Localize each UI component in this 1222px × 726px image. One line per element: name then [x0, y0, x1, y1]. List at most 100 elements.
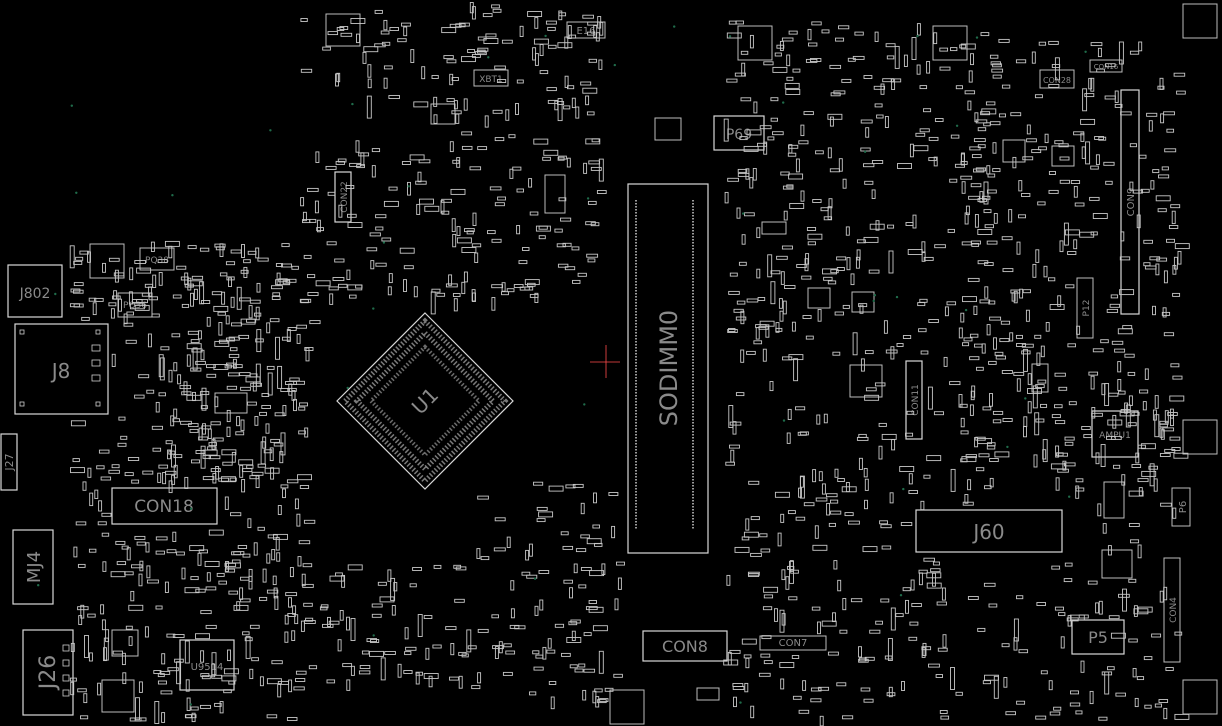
- passive-pad: [1098, 136, 1107, 141]
- passive-pad: [1092, 213, 1108, 219]
- passive-pad: [533, 138, 549, 145]
- passive-pad: [928, 136, 939, 141]
- passive-pad: [1042, 439, 1048, 463]
- passive-pad: [281, 263, 292, 268]
- passive-pad: [458, 651, 467, 656]
- passive-pad: [580, 567, 592, 571]
- passive-pad: [770, 97, 779, 102]
- passive-pad: [362, 51, 367, 64]
- passive-pad: [1097, 503, 1102, 517]
- passive-pad: [260, 441, 266, 465]
- passive-pad: [992, 410, 1004, 415]
- passive-pad: [1166, 238, 1175, 243]
- passive-pad: [304, 347, 314, 351]
- passive-pad: [827, 651, 839, 656]
- passive-pad: [296, 324, 307, 329]
- passive-pad: [962, 296, 977, 303]
- passive-pad: [817, 309, 822, 322]
- passive-pad: [401, 161, 411, 165]
- passive-pad: [158, 464, 169, 469]
- passive-pad: [1064, 229, 1080, 236]
- passive-pad: [1127, 371, 1136, 376]
- passive-pad: [826, 493, 838, 498]
- passive-pad: [923, 108, 932, 113]
- passive-pad: [944, 306, 949, 317]
- passive-pad: [477, 628, 489, 633]
- passive-pad: [842, 304, 850, 309]
- passive-pad: [558, 197, 567, 202]
- passive-pad: [977, 260, 989, 265]
- passive-pad: [502, 671, 513, 676]
- passive-pad: [741, 234, 746, 245]
- passive-pad: [1054, 57, 1060, 81]
- passive-pad: [1131, 464, 1142, 468]
- passive-pad: [950, 468, 956, 492]
- passive-pad: [1035, 715, 1047, 720]
- connector-mj4: MJ4: [12, 529, 54, 605]
- passive-pad: [963, 337, 973, 342]
- passive-pad: [763, 660, 773, 665]
- passive-pad: [969, 404, 974, 416]
- passive-pad: [339, 610, 344, 621]
- passive-pad: [762, 348, 767, 362]
- passive-pad: [1129, 50, 1140, 55]
- passive-pad: [501, 291, 509, 296]
- passive-pad: [199, 247, 210, 252]
- passive-pad: [487, 230, 496, 235]
- passive-pad: [533, 481, 544, 486]
- passive-pad: [135, 697, 140, 721]
- passive-pad: [827, 147, 832, 159]
- passive-pad: [243, 266, 248, 278]
- passive-pad: [915, 132, 926, 137]
- passive-pad: [299, 298, 312, 303]
- passive-pad: [219, 272, 228, 277]
- screw-pad: [849, 364, 883, 398]
- passive-pad: [159, 357, 165, 381]
- passive-pad: [181, 567, 186, 580]
- passive-pad: [319, 606, 328, 611]
- passive-pad: [834, 468, 839, 478]
- passive-pad: [571, 246, 580, 251]
- passive-pad: [1133, 608, 1149, 615]
- passive-pad: [1144, 704, 1152, 709]
- passive-pad: [474, 51, 487, 56]
- passive-pad: [92, 302, 97, 316]
- passive-pad: [255, 363, 261, 387]
- passive-pad: [228, 353, 240, 358]
- via: [533, 577, 537, 580]
- passive-pad: [923, 256, 934, 261]
- passive-pad: [158, 392, 166, 397]
- passive-pad: [173, 362, 178, 372]
- passive-pad: [375, 226, 384, 231]
- passive-pad: [177, 374, 182, 385]
- passive-pad: [1117, 361, 1122, 373]
- passive-pad: [524, 279, 540, 286]
- passive-pad: [211, 291, 223, 296]
- passive-pad: [302, 219, 311, 224]
- passive-pad: [277, 680, 289, 685]
- passive-pad: [388, 186, 398, 191]
- passive-pad: [799, 475, 805, 499]
- passive-pad: [215, 466, 220, 480]
- via: [544, 34, 547, 38]
- passive-pad: [221, 675, 237, 682]
- passive-pad: [1146, 112, 1158, 117]
- passive-pad: [467, 49, 475, 53]
- passive-pad: [416, 203, 421, 215]
- via: [613, 63, 616, 67]
- passive-pad: [1018, 649, 1029, 654]
- passive-pad: [985, 101, 996, 106]
- passive-pad: [980, 32, 990, 37]
- passive-pad: [512, 166, 522, 171]
- passive-pad: [759, 533, 768, 538]
- passive-pad: [287, 327, 297, 331]
- passive-pad: [1110, 294, 1119, 299]
- passive-pad: [836, 682, 847, 687]
- passive-pad: [1130, 539, 1140, 544]
- passive-pad: [1015, 59, 1027, 64]
- connector-con22: CON22: [334, 171, 352, 223]
- passive-pad: [124, 472, 134, 477]
- passive-pad: [728, 328, 736, 332]
- passive-pad: [775, 322, 780, 333]
- passive-pad: [1142, 401, 1147, 411]
